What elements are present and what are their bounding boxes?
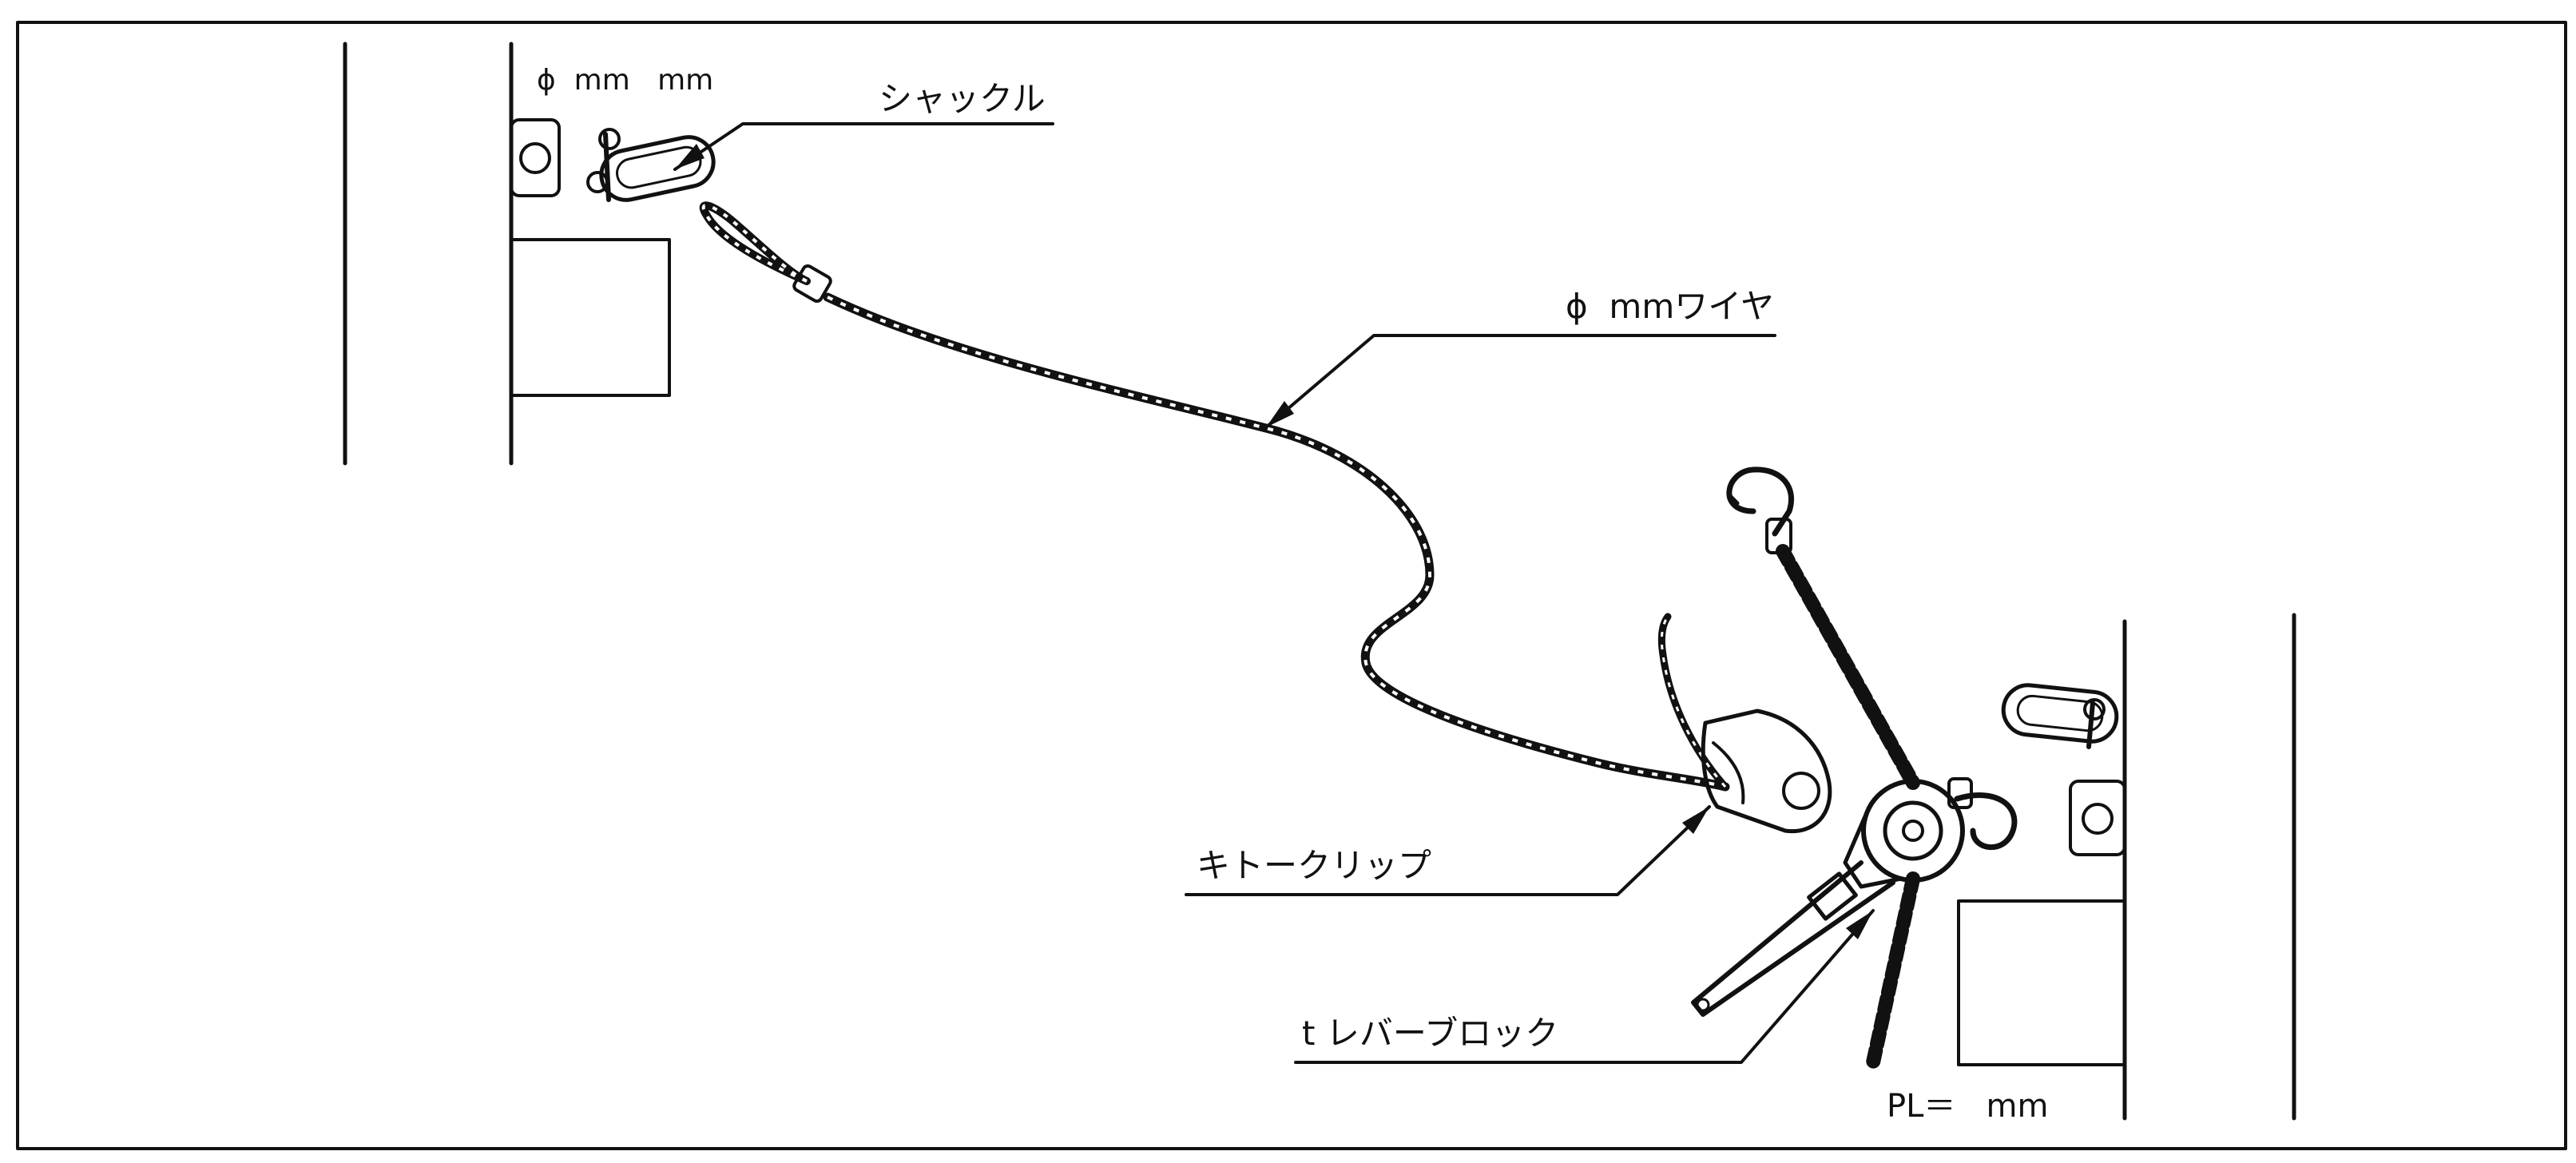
pl-label: PL＝ mm <box>1887 1088 2048 1125</box>
shackle-right <box>2001 683 2119 749</box>
outer-frame <box>16 21 2567 1150</box>
clip-label: キトークリップ <box>1197 846 1431 885</box>
leader-lines <box>673 122 1875 1064</box>
lever-block-label: t レバーブロック <box>1302 1014 1558 1053</box>
shackle-label: シャックル <box>879 79 1046 118</box>
shackle-size-label: ϕ mm mm <box>537 64 713 97</box>
wire-label: ϕ mmワイヤ <box>1566 287 1774 326</box>
lever-block <box>1691 466 2018 1070</box>
left-structure <box>343 42 671 466</box>
shackle-left <box>586 128 716 202</box>
wire-clip <box>1701 709 1832 834</box>
right-structure <box>1957 613 2296 1121</box>
